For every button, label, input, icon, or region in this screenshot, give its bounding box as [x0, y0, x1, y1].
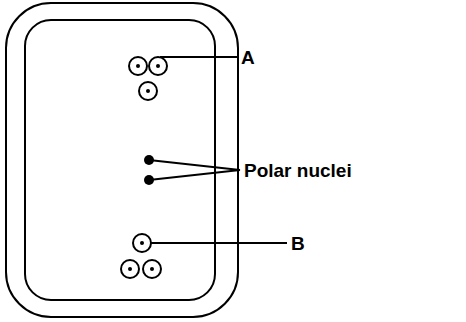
ovule-outline	[6, 3, 238, 317]
bottom-cells	[121, 234, 161, 278]
part-name: Polar nuclei	[244, 161, 352, 180]
leader-lines	[149, 57, 287, 243]
top-cells	[129, 57, 167, 100]
bottom-cell-nuclei	[128, 241, 154, 271]
embryo-sac-outline	[25, 20, 215, 300]
top-cell-nuclei	[136, 64, 160, 93]
part-letter: A	[241, 48, 255, 67]
part-letter: B	[291, 234, 305, 253]
